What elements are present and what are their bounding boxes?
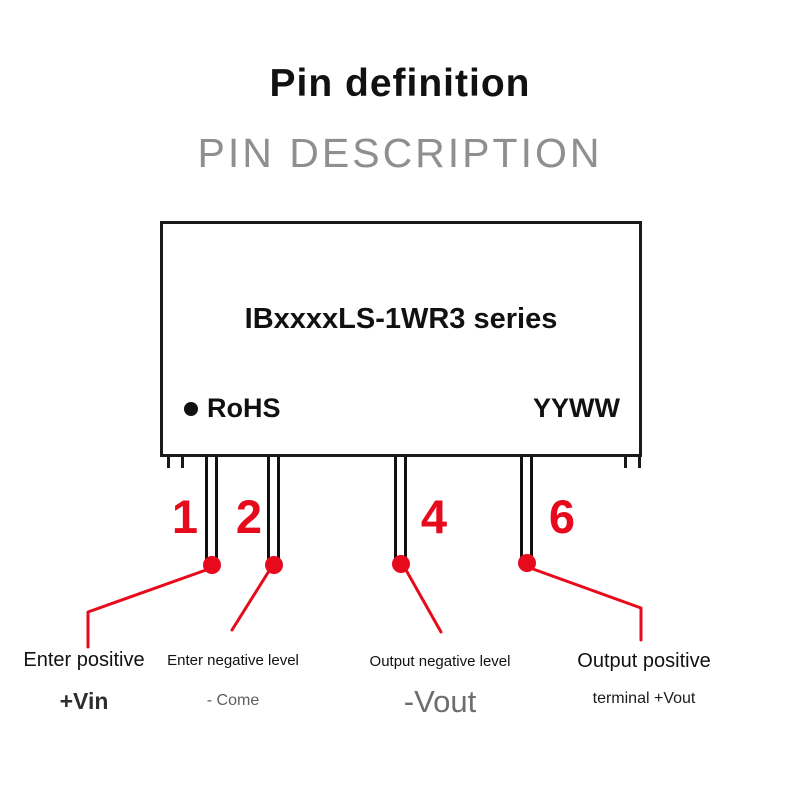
pin-number-2: 2 [235, 490, 263, 543]
module-series-label: IBxxxxLS-1WR3 series [244, 303, 558, 335]
pin-lead-1 [205, 457, 218, 564]
leader-line-1 [86, 568, 208, 649]
page-subtitle: PIN DESCRIPTION [197, 130, 603, 176]
leader-line-2 [230, 569, 271, 632]
pin-2-description: Enter negative level [167, 652, 299, 669]
pin-number-4: 4 [420, 490, 448, 543]
datecode-marking: YYWW [480, 393, 620, 424]
pin-1-description: Enter positive [23, 649, 145, 671]
leader-line-6 [531, 567, 643, 642]
pin-lead-2 [267, 457, 280, 564]
pin-6-description: Output positive [577, 650, 711, 672]
pin-4-name: -Vout [403, 684, 477, 719]
pin-number-1: 1 [171, 490, 199, 543]
case-stub-right [624, 457, 641, 468]
pin-lead-4 [394, 457, 407, 564]
pin-lead-6 [520, 457, 533, 564]
case-stub-left [167, 457, 184, 468]
rohs-marking: RoHS [184, 393, 281, 424]
leader-line-4 [404, 568, 443, 634]
pin-2-name: - Come [206, 692, 260, 709]
pin-6-name: terminal +Vout [592, 690, 696, 707]
pin-1-name: +Vin [59, 688, 109, 714]
rohs-label: RoHS [207, 393, 281, 423]
page-title: Pin definition [269, 62, 531, 105]
pin-number-6: 6 [548, 490, 576, 543]
datecode-label: YYWW [533, 393, 620, 423]
rohs-bullet-icon [184, 401, 198, 416]
module-case [160, 221, 642, 457]
pin-4-description: Output negative level [369, 653, 511, 670]
